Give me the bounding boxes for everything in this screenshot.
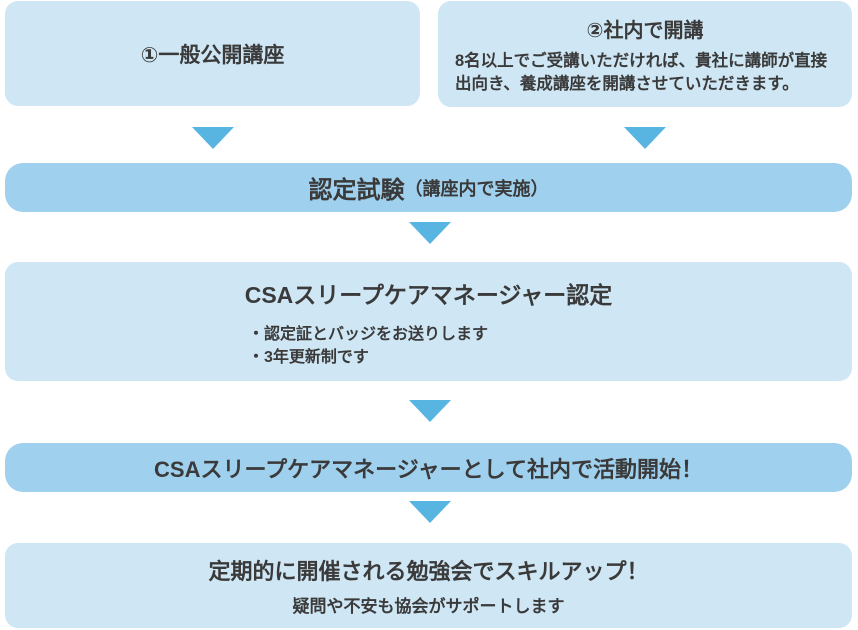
general-course-title: ①一般公開講座 xyxy=(140,43,285,67)
inhouse-course-box: ②社内で開講 8名以上でご受講いただければ、貴社に講師が直接 出向き、養成講座を… xyxy=(438,1,852,107)
skillup-box: 定期的に開催される勉強会でスキルアップ！ 疑問や不安も協会がサポートします xyxy=(5,543,852,628)
down-arrow-right-icon xyxy=(624,127,666,149)
down-arrow-left-icon xyxy=(192,127,234,149)
inhouse-course-description: 8名以上でご受講いただければ、貴社に講師が直接 出向き、養成講座を開講させていた… xyxy=(438,50,852,96)
skillup-title: 定期的に開催される勉強会でスキルアップ！ xyxy=(208,559,649,584)
certification-bullet-list: ・認定証とバッジをお送りします ・3年更新制です xyxy=(248,323,852,369)
down-arrow-icon xyxy=(409,400,451,422)
inhouse-course-description-line2: 出向き、養成講座を開講させていただきます。 xyxy=(455,75,799,93)
certification-bullet: ・3年更新制です xyxy=(248,349,369,366)
activity-start-bar: CSAスリープケアマネージャーとして社内で活動開始！ xyxy=(5,443,852,492)
exam-title: 認定試験 xyxy=(308,177,405,204)
certification-box: CSAスリープケアマネージャー認定 ・認定証とバッジをお送りします ・3年更新制… xyxy=(5,262,852,381)
certification-bullet: ・認定証とバッジをお送りします xyxy=(248,326,489,343)
down-arrow-icon xyxy=(409,222,451,244)
certification-title: CSAスリープケアマネージャー認定 xyxy=(244,282,613,308)
down-arrow-icon xyxy=(409,501,451,523)
exam-note: （講座内で実施） xyxy=(404,178,549,199)
skillup-subtitle: 疑問や不安も協会がサポートします xyxy=(292,597,565,616)
inhouse-course-description-line1: 8名以上でご受講いただければ、貴社に講師が直接 xyxy=(455,52,828,70)
inhouse-course-title: ②社内で開講 xyxy=(586,20,704,42)
exam-bar: 認定試験 （講座内で実施） xyxy=(5,163,852,212)
activity-start-title: CSAスリープケアマネージャーとして社内で活動開始！ xyxy=(154,456,703,482)
general-course-box: ①一般公開講座 xyxy=(5,1,420,106)
